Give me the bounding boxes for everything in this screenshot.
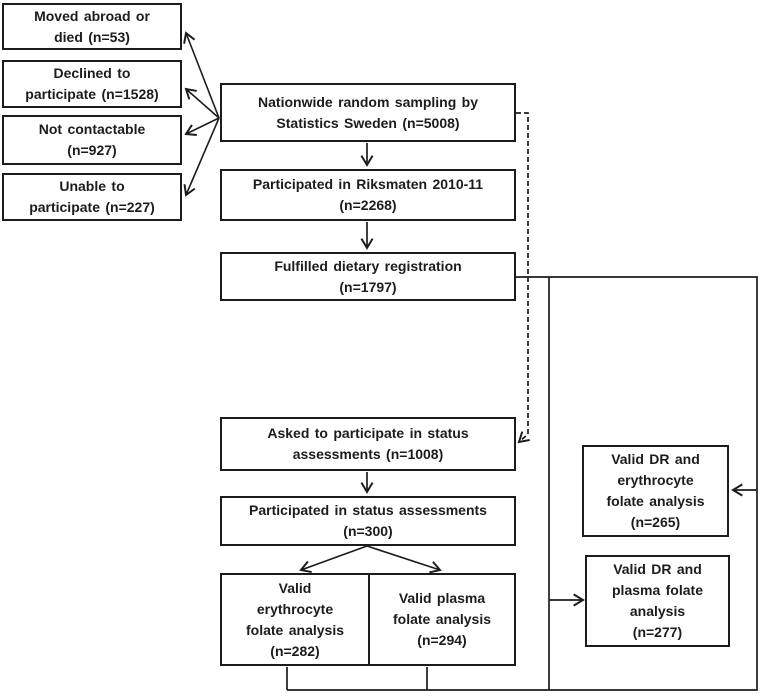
dashed-arrow-sampling-to-asked: [516, 112, 530, 444]
arrow-fork-to-plasma: [366, 545, 442, 574]
box-participated-status-assessments: Participated in status assessments (n=30…: [220, 496, 516, 546]
box-unable-to-participate: Unable to participate (n=227): [2, 173, 182, 221]
arrow-to-moved-abroad: [183, 31, 220, 119]
arrow-to-declined: [184, 87, 220, 119]
arrow-to-unable: [183, 117, 220, 197]
box-asked-status-assessments: Asked to participate in status assessmen…: [220, 417, 516, 471]
box-valid-plasma-folate: Valid plasma folate analysis (n=294): [368, 573, 516, 666]
connector-dietary-right-down-bottom: [287, 276, 758, 691]
box-moved-abroad-or-died: Moved abroad or died (n=53): [2, 3, 182, 50]
box-valid-dr-erythrocyte-folate: Valid DR and erythrocyte folate analysis…: [582, 445, 729, 537]
box-participated-riksmaten: Participated in Riksmaten 2010-11 (n=226…: [220, 169, 516, 221]
box-declined-to-participate: Declined to participate (n=1528): [2, 60, 182, 108]
box-nationwide-random-sampling: Nationwide random sampling by Statistics…: [220, 83, 516, 142]
box-fulfilled-dietary-registration: Fulfilled dietary registration (n=1797): [220, 252, 516, 301]
box-valid-erythrocyte-folate: Valid erythrocyte folate analysis (n=282…: [220, 573, 370, 666]
box-not-contactable: Not contactable (n=927): [2, 115, 182, 165]
box-valid-dr-plasma-folate: Valid DR and plasma folate analysis (n=2…: [585, 555, 730, 647]
arrow-to-not-contactable: [184, 117, 220, 136]
arrow-fork-to-erythrocyte: [299, 545, 368, 574]
